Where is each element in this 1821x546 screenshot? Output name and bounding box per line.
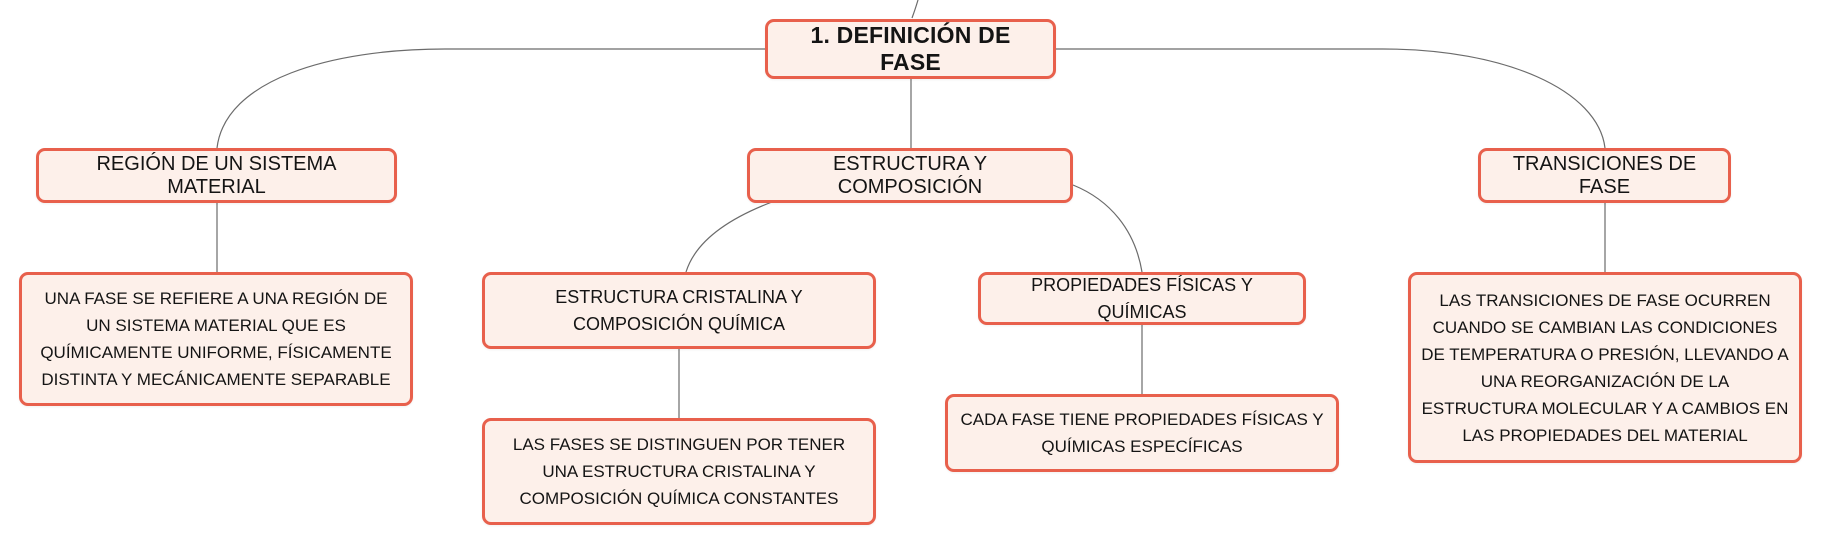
branch-node-region[interactable]: REGIÓN DE UN SISTEMA MATERIAL bbox=[36, 148, 397, 203]
branch-node-structure-label: ESTRUCTURA Y COMPOSICIÓN bbox=[832, 152, 988, 198]
sub-node-crystal-structure-label: ESTRUCTURA CRISTALINA Y COMPOSICIÓN QUÍM… bbox=[555, 286, 803, 334]
branch-node-region-label: REGIÓN DE UN SISTEMA MATERIAL bbox=[96, 152, 337, 198]
sub-node-properties[interactable]: PROPIEDADES FÍSICAS Y QUÍMICAS bbox=[978, 272, 1306, 325]
leaf-node-region-definition[interactable]: UNA FASE SE REFIERE A UNA REGIÓN DE UN S… bbox=[19, 272, 413, 406]
branch-node-structure[interactable]: ESTRUCTURA Y COMPOSICIÓN bbox=[747, 148, 1073, 203]
leaf-node-transitions-description-text: LAS TRANSICIONES DE FASE OCURREN CUANDO … bbox=[1421, 290, 1789, 445]
connector-from-parent bbox=[911, 0, 919, 19]
leaf-node-crystal-constant[interactable]: LAS FASES SE DISTINGUEN POR TENER UNA ES… bbox=[482, 418, 876, 525]
connector-root-to-region bbox=[216, 48, 765, 149]
leaf-node-crystal-constant-text: LAS FASES SE DISTINGUEN POR TENER UNA ES… bbox=[512, 435, 846, 508]
connector-root-to-transitions bbox=[1056, 48, 1606, 149]
root-node[interactable]: 1. DEFINICIÓN DE FASE bbox=[765, 19, 1056, 79]
leaf-node-transitions-description[interactable]: LAS TRANSICIONES DE FASE OCURREN CUANDO … bbox=[1408, 272, 1802, 463]
leaf-node-properties-specific[interactable]: CADA FASE TIENE PROPIEDADES FÍSICAS Y QU… bbox=[945, 394, 1339, 472]
connector-structure-to-crystal bbox=[685, 201, 773, 273]
leaf-node-region-definition-text: UNA FASE SE REFIERE A UNA REGIÓN DE UN S… bbox=[40, 289, 392, 389]
sub-node-properties-label: PROPIEDADES FÍSICAS Y QUÍMICAS bbox=[1031, 274, 1253, 322]
branch-node-transitions-label: TRANSICIONES DE FASE bbox=[1512, 152, 1697, 198]
root-node-label: 1. DEFINICIÓN DE FASE bbox=[810, 22, 1011, 75]
branch-node-transitions[interactable]: TRANSICIONES DE FASE bbox=[1478, 148, 1731, 203]
leaf-node-properties-specific-text: CADA FASE TIENE PROPIEDADES FÍSICAS Y QU… bbox=[960, 410, 1324, 456]
connector-structure-to-properties bbox=[1072, 184, 1143, 273]
sub-node-crystal-structure[interactable]: ESTRUCTURA CRISTALINA Y COMPOSICIÓN QUÍM… bbox=[482, 272, 876, 349]
